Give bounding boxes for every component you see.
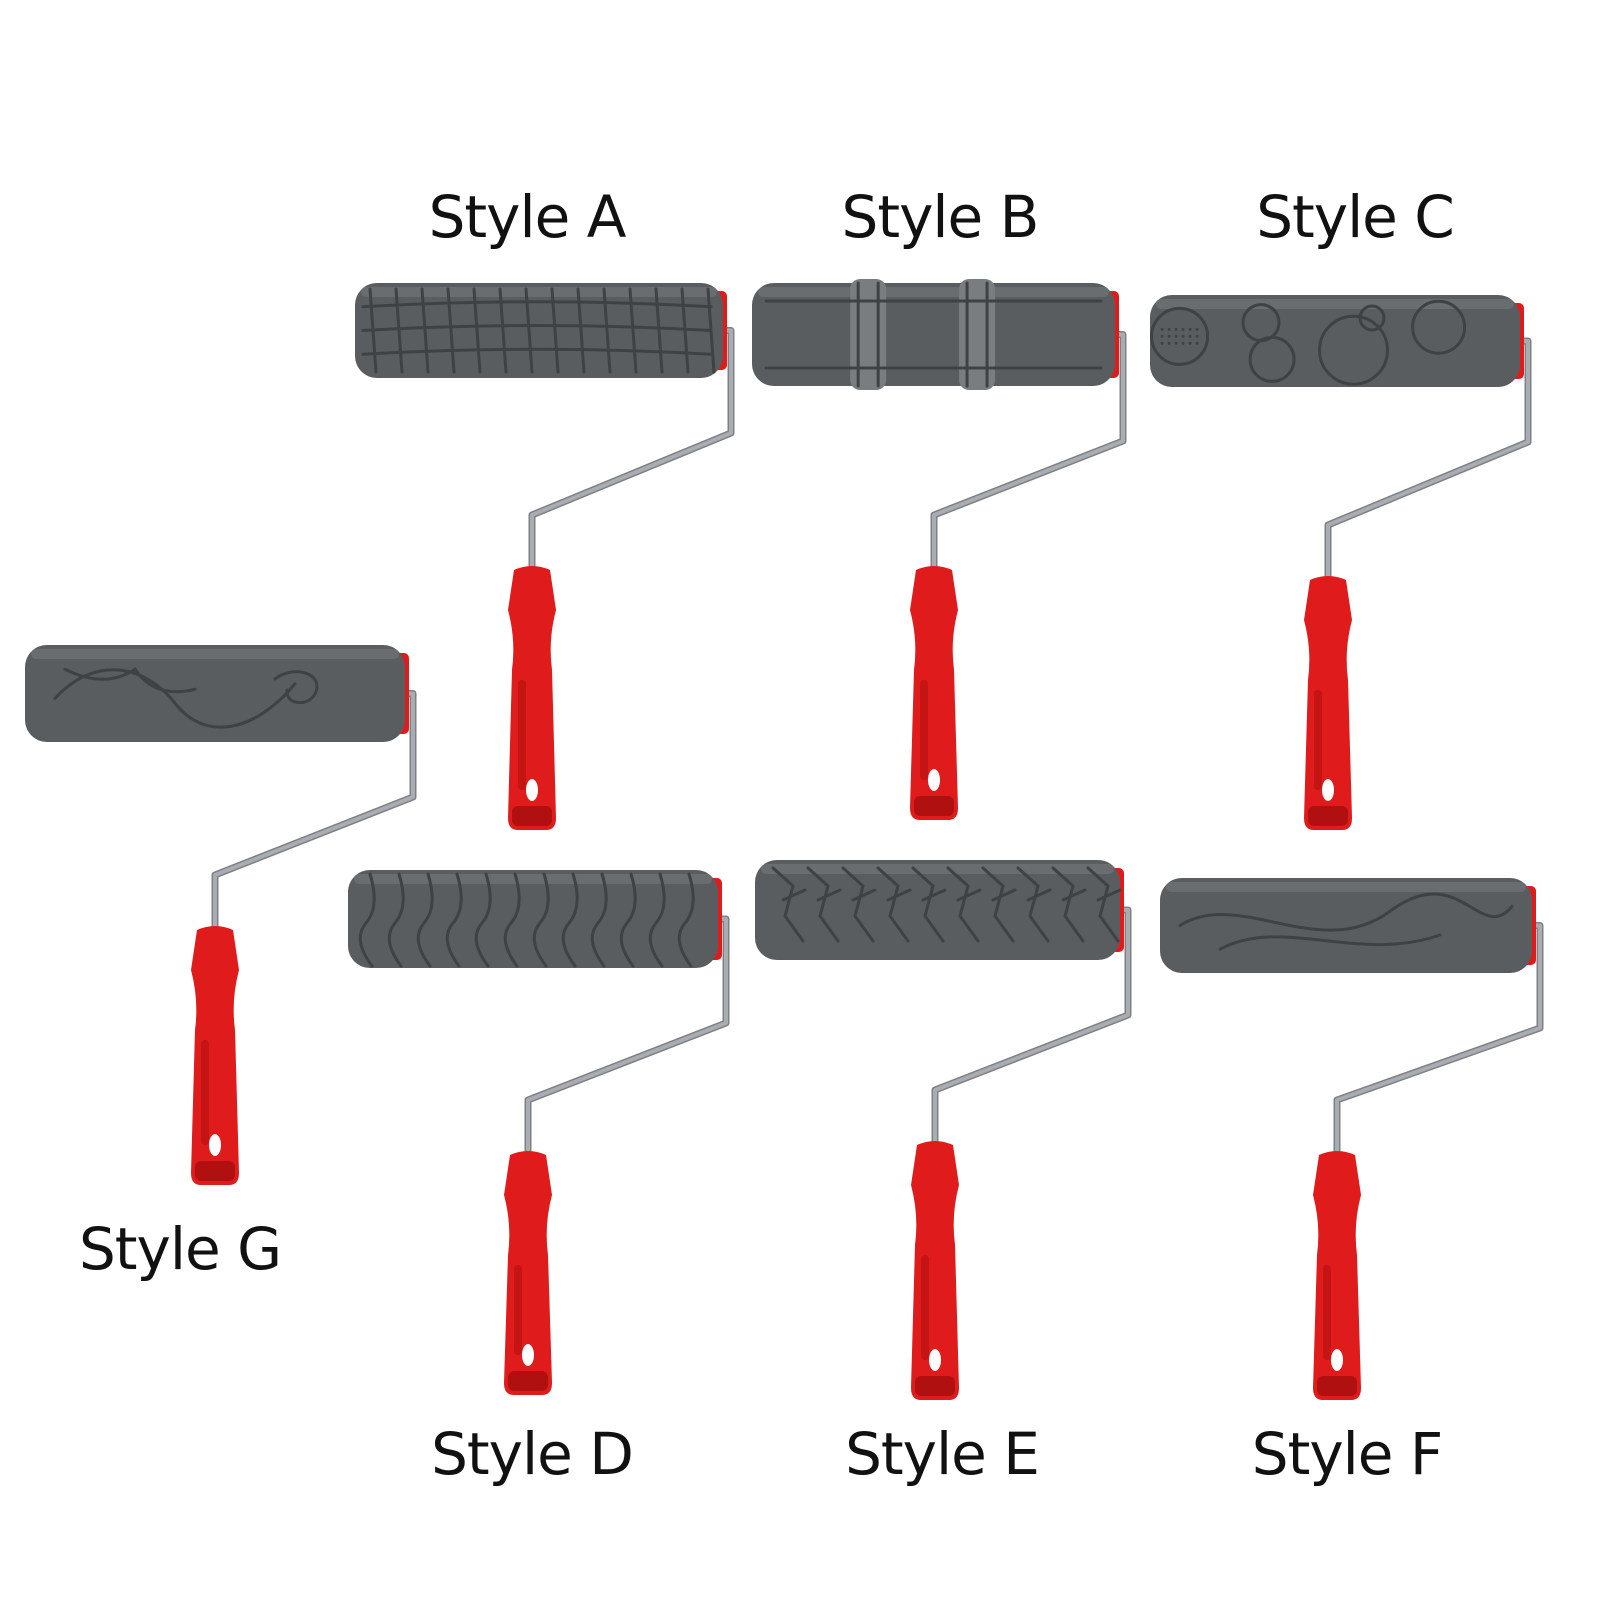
roller-cover <box>1160 878 1532 973</box>
handle-end <box>195 1161 235 1181</box>
label-style-d: Style D <box>431 1420 634 1488</box>
roller-c <box>1150 295 1532 830</box>
label-style-a: Style A <box>428 183 627 251</box>
roller-e <box>755 860 1132 1400</box>
stone-crackle-icon <box>771 866 1122 943</box>
roller-cover <box>752 283 1115 386</box>
hang-hole <box>1322 779 1334 801</box>
handle-end <box>915 1376 955 1396</box>
handle-end <box>1308 806 1348 826</box>
handle-end <box>914 796 954 816</box>
hang-hole <box>928 769 940 791</box>
label-style-b: Style B <box>841 183 1040 251</box>
label-style-g: Style G <box>78 1215 282 1283</box>
hang-hole <box>526 779 538 801</box>
handle-end <box>512 806 552 826</box>
floral-scroll-icon <box>53 667 319 729</box>
handle-end <box>508 1371 548 1391</box>
roller-d <box>348 870 730 1395</box>
roller-f <box>1160 878 1544 1400</box>
hang-hole <box>522 1344 534 1366</box>
hang-hole <box>1331 1349 1343 1371</box>
roller-cover <box>755 860 1120 960</box>
roller-cover <box>348 870 718 968</box>
roller-g <box>25 645 417 1185</box>
roller-b <box>752 279 1127 820</box>
wavy-lines-icon <box>358 872 695 968</box>
label-style-c: Style C <box>1256 183 1455 251</box>
hang-hole <box>929 1349 941 1371</box>
crocodile-scale-icon <box>361 287 716 374</box>
banded-stripes-icon <box>764 279 1103 390</box>
roller-a <box>355 283 735 830</box>
label-style-f: Style F <box>1251 1420 1443 1488</box>
circles-dots-icon <box>1150 299 1467 386</box>
roller-cover <box>355 283 723 378</box>
hang-hole <box>209 1134 221 1156</box>
handle-end <box>1317 1376 1357 1396</box>
leaf-swirl-icon <box>1178 892 1514 951</box>
label-style-e: Style E <box>845 1420 1040 1488</box>
